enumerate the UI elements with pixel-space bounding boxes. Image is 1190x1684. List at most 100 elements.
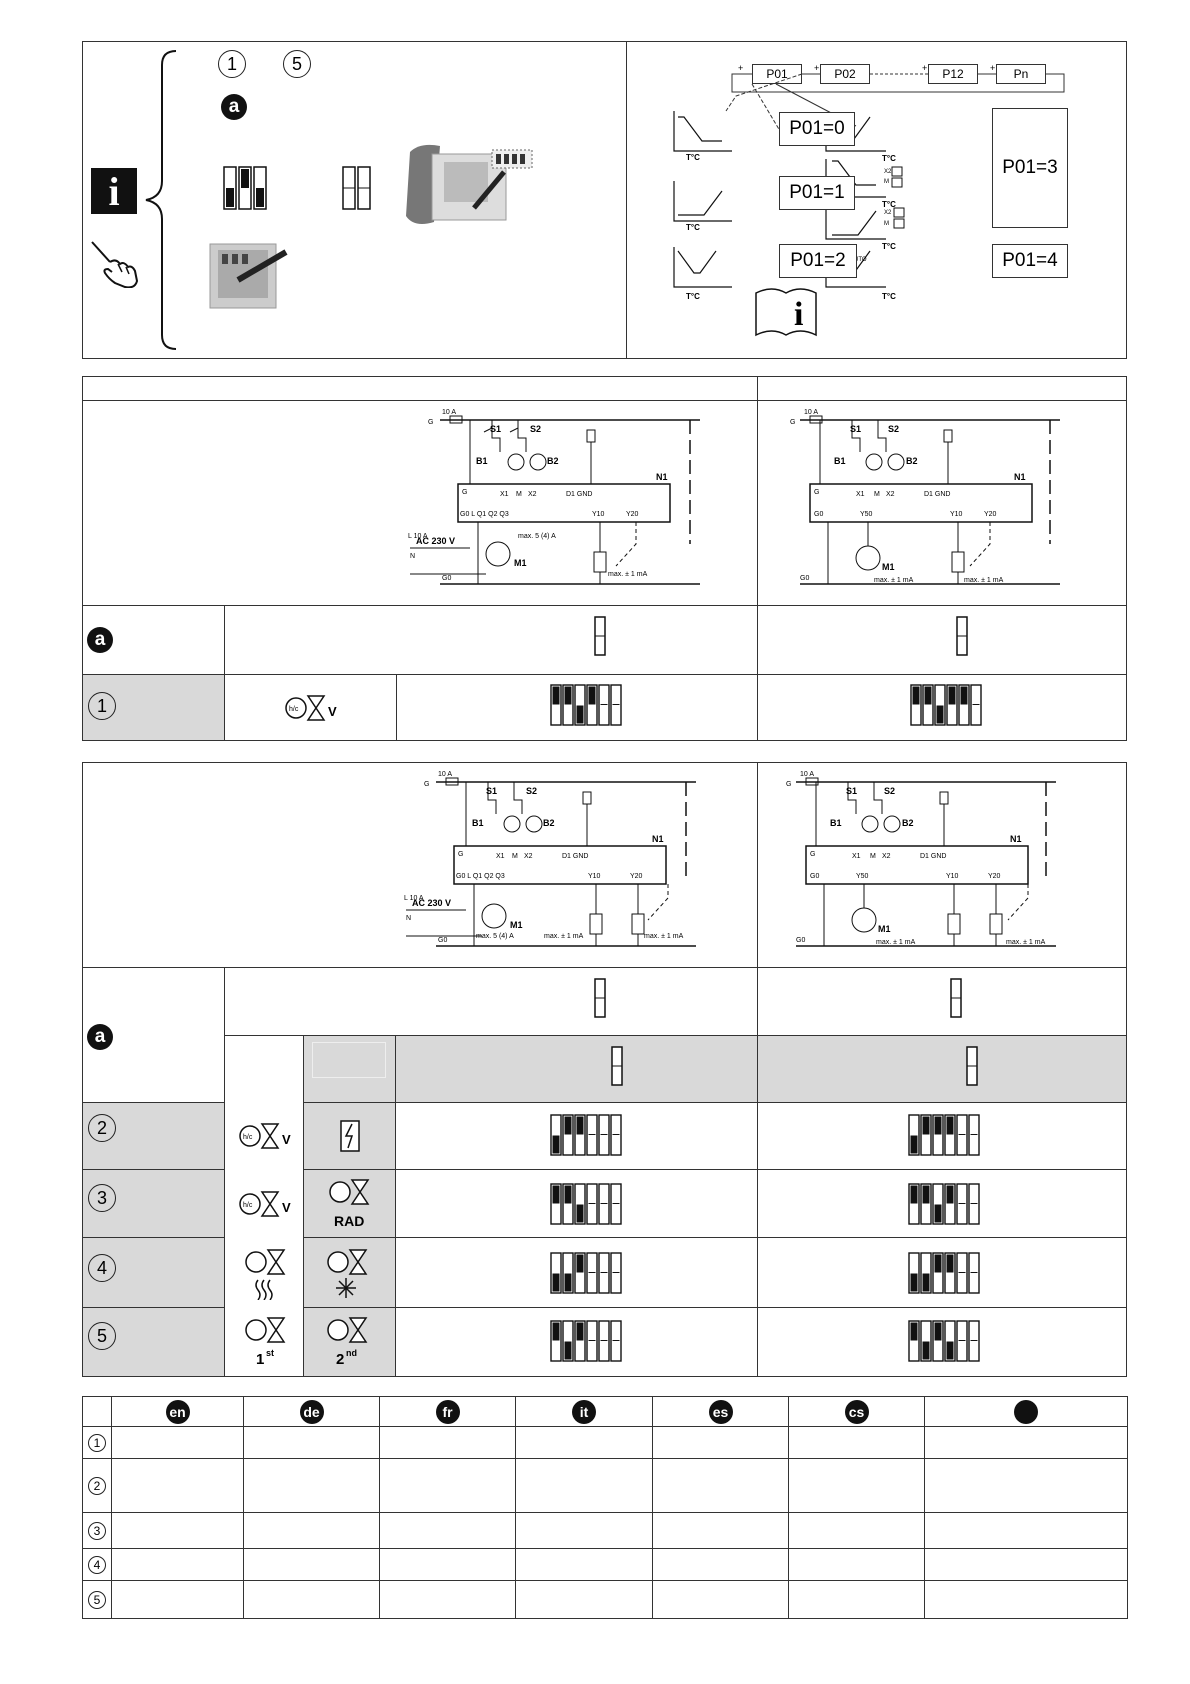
t2-row-2-hc-valve-icon: h/c V [239,1123,291,1149]
t2-row-4-heating-valve-icon [245,1249,286,1300]
svg-text:S2: S2 [884,786,895,796]
svg-text:Y20: Y20 [626,511,639,518]
svg-text:Y20: Y20 [630,873,643,880]
svg-text:Y20: Y20 [988,873,1001,880]
svg-text:M1: M1 [514,558,527,568]
svg-text:st: st [266,1348,274,1358]
dip-switch-lever [588,686,596,705]
section1-header-right [757,376,1127,401]
dip-switch [920,1183,932,1225]
svg-text:+: + [990,63,995,73]
svg-text:G0: G0 [438,937,447,944]
lang-cell [788,1548,925,1581]
param-box-p02: P02 [820,64,870,84]
lang-cell [243,1426,380,1459]
value-p01-4: P01=4 [992,244,1068,278]
lang-cell [788,1512,925,1549]
svg-text:X1: X1 [856,491,865,498]
dip-switch-lever [588,1340,596,1341]
dip-switch [920,1114,932,1156]
dip-switch [562,1114,574,1156]
svg-text:T°C: T°C [686,223,700,232]
dip-switch-lever [946,1341,954,1360]
dip-switch [550,1252,562,1294]
svg-text:S2: S2 [888,424,899,434]
dip-switch-lever [910,1322,918,1341]
lang-cell [379,1548,516,1581]
dip-switch-lever [600,704,608,705]
lang-cell [924,1580,1128,1619]
dip-switch-lever [946,1116,954,1135]
svg-text:X2: X2 [528,491,537,498]
lang-header-cell: en [111,1396,244,1427]
svg-text:h/c: h/c [243,1134,253,1141]
t2-row-2-lightning-icon [340,1120,360,1152]
t2-row-5-right-dips [908,1320,980,1362]
svg-text:T°C: T°C [686,153,700,162]
dip-switch [920,1320,932,1362]
svg-text:G0: G0 [796,937,805,944]
svg-text:D1 GND: D1 GND [562,853,588,860]
svg-text:Y50: Y50 [856,873,869,880]
svg-text:2: 2 [336,1351,344,1368]
svg-text:X1: X1 [496,853,505,860]
dip-switch-set-icon [223,166,267,210]
t1-step-1: 1 [88,692,116,720]
dip-switch-lever [922,1116,930,1135]
t1-hc-valve-icon: h/c V [285,695,337,721]
svg-text:M: M [870,853,876,860]
svg-text:S2: S2 [530,424,541,434]
dip-switch-lever [910,1135,918,1154]
t2-sub-header-inner [312,1042,386,1078]
t2-marker-a: a [87,1024,113,1050]
dip-switch-lever [922,1341,930,1360]
svg-text:X1: X1 [852,853,861,860]
info-icon: i [91,168,137,214]
lang-row-number: 4 [88,1555,106,1574]
svg-text:AUTO: AUTO [850,257,867,263]
dip-switch [562,684,574,726]
dip-switch [922,684,934,726]
t2-row-a-top-right [757,967,1127,1036]
svg-text:G0 L Q1 Q2 Q3: G0 L Q1 Q2 Q3 [460,511,509,518]
svg-text:10 A: 10 A [800,771,814,778]
dip-switch [574,1114,586,1156]
language-badge [1014,1399,1038,1424]
dip-switch [574,684,586,726]
lang-cell [379,1580,516,1619]
svg-text:X2: X2 [882,853,891,860]
lang-cell [924,1426,1128,1459]
lang-cell [379,1512,516,1549]
lang-row-number-cell: 3 [82,1512,112,1549]
svg-text:Y10: Y10 [946,873,959,880]
dip-switch-lever [612,1134,620,1135]
lang-header-cell: fr [379,1396,516,1427]
t2-row-3-right-dips [908,1183,980,1225]
dip-switch-lever [958,1134,966,1135]
svg-text:B2: B2 [906,456,918,466]
lang-cell [788,1426,925,1459]
language-badge: en [165,1399,190,1424]
lang-cell [652,1580,789,1619]
t2-switch-a-left [594,978,606,1018]
svg-text:G: G [462,489,467,496]
svg-text:M: M [884,179,889,185]
param-box-pn: Pn [996,64,1046,84]
dip-switch-lever [552,1273,560,1292]
dip-switch [944,1183,956,1225]
lang-row-number: 3 [88,1521,106,1540]
svg-text:V: V [282,1132,291,1147]
t2-row-4-left-dips [550,1252,622,1294]
dip-switch-lever [922,1273,930,1292]
lang-header-cell: cs [788,1396,925,1427]
svg-text:B2: B2 [543,818,555,828]
svg-text:B2: B2 [547,456,559,466]
dip-switch [562,1183,574,1225]
dip-switch-lever [588,1203,596,1204]
t1-row-a-mid [224,605,758,675]
svg-text:V: V [282,1200,291,1215]
svg-text:S1: S1 [846,786,857,796]
svg-text:G: G [814,489,819,496]
svg-text:Y50: Y50 [860,511,873,518]
t2-row-3-radiator-valve-icon: RAD [329,1179,370,1229]
